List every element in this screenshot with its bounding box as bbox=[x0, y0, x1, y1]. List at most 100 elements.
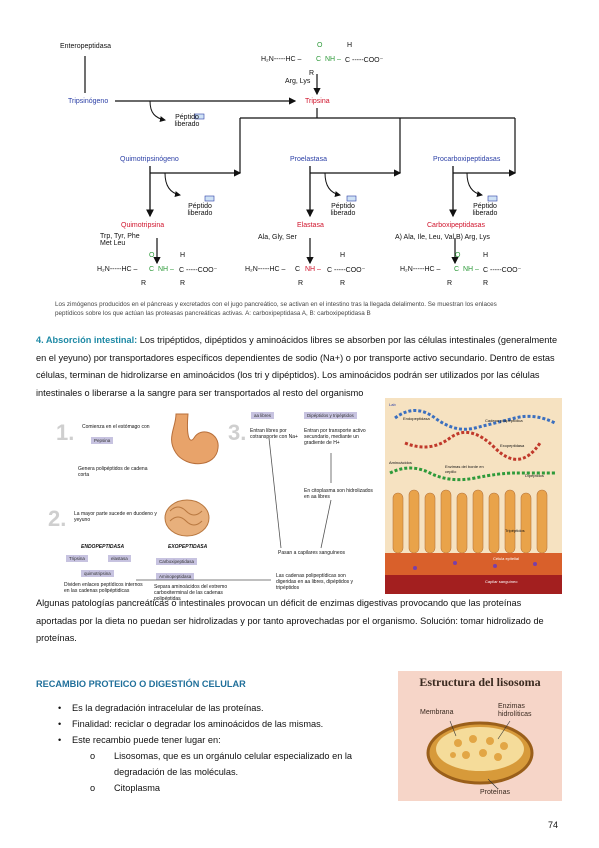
list-item-text: Este recambio puede tener lugar en: bbox=[72, 735, 221, 745]
capilar-tag: Capilar sanguíneo bbox=[485, 579, 518, 584]
tripsina-box: Tripsina bbox=[66, 555, 88, 562]
bond-r-1b: R bbox=[180, 280, 186, 287]
section4-paragraph: 4. Absorción intestinal: Los tripéptidos… bbox=[36, 332, 564, 402]
pepsina-box: Pepsina bbox=[91, 437, 114, 444]
bond-o-3: O bbox=[455, 252, 461, 259]
proteinas-label: Proteínas bbox=[480, 789, 510, 796]
list-item-text: Finalidad: reciclar o degradar los amino… bbox=[72, 719, 324, 729]
exopeptidasa-tag: Exopeptidasa bbox=[500, 443, 525, 448]
step-3-number: 3. bbox=[228, 420, 247, 445]
bullet-list: • Es la degradación intracelular de las p… bbox=[36, 700, 391, 796]
list-item-text: Es la degradación intracelular de las pr… bbox=[72, 703, 264, 713]
bond-c-2: C bbox=[295, 266, 301, 273]
stomach-illustration bbox=[171, 413, 219, 465]
entran-1: Entran libres por cotransporte con Na+ bbox=[250, 428, 298, 440]
zymogen-activation-diagram: Enteropeptidasa Tripsinógeno Tripsina Pé… bbox=[55, 38, 555, 333]
endopeptidasa-title: ENDOPEPTIDASA bbox=[81, 544, 125, 550]
bond-nh-3: NH – bbox=[463, 266, 479, 273]
bond-nh-2: NH – bbox=[305, 266, 321, 273]
di-tri-box: Dipéptidos y tripéptidos bbox=[304, 412, 357, 419]
elastasa-label: Elastasa bbox=[297, 222, 324, 229]
bond-r-2a: R bbox=[298, 280, 304, 287]
peptido-liberado-1: Péptido liberado bbox=[174, 114, 200, 128]
aminoacidos-tag: Aminoácidos bbox=[389, 460, 412, 465]
bond-left-1: H₂N-----HC – bbox=[97, 266, 138, 273]
step-2-result: Las cadenas polipeptídicas son digeridas… bbox=[276, 573, 353, 591]
lysosome-figure: Estructura del lisosoma Membrana Enzimas… bbox=[398, 671, 562, 801]
diagram-arrows bbox=[84, 56, 517, 265]
diagram-caption: Los zimógenos producidos en el páncreas … bbox=[55, 301, 497, 317]
sub-list-item-text: Citoplasma bbox=[114, 783, 160, 793]
list-item: • Este recambio puede tener lugar en: bbox=[36, 732, 391, 748]
bullet-dot: • bbox=[58, 735, 62, 745]
bullet-dot: • bbox=[58, 719, 62, 729]
enzimas-label: Enzimas hidrolíticas bbox=[498, 703, 532, 718]
endopeptidasa-tag: Endopeptidasa bbox=[403, 416, 430, 421]
epitelio-tag: Célula epitelial bbox=[493, 556, 520, 561]
carboxi-residues: A) Ala, Ile, Leu, Val B) Arg, Lys bbox=[395, 234, 490, 241]
bond-c-3: C bbox=[454, 266, 460, 273]
proelastasa-label: Proelastasa bbox=[290, 156, 327, 163]
dipeptidos-tag: Dipéptidos bbox=[525, 473, 544, 478]
endopeptidasa-desc: Dividen enlaces peptídicos internos en l… bbox=[64, 582, 143, 594]
intestine-villi-illustration bbox=[385, 398, 562, 594]
carboxipeptidasa-box: Carboxipeptidasa bbox=[156, 558, 198, 565]
tripsinogeno-label: Tripsinógeno bbox=[68, 98, 109, 105]
aa-libres-box: aa libres bbox=[251, 412, 275, 419]
bond-o-top: O bbox=[317, 42, 323, 49]
figure-lab-tag: Lab bbox=[389, 402, 396, 407]
intestinal-absorption-figure: Lab Endopeptidasa Cadena polipeptídica E… bbox=[385, 398, 562, 594]
intestine-illustration bbox=[164, 499, 210, 537]
section4-label: 4. Absorción intestinal: bbox=[36, 335, 138, 345]
tripsina-residues: Arg, Lys bbox=[285, 78, 311, 85]
bond-h-3: H bbox=[483, 252, 489, 259]
membrana-label: Membrana bbox=[420, 709, 454, 716]
list-item: • Finalidad: reciclar o degradar los amin… bbox=[36, 716, 391, 732]
lysosome-title: Estructura del lisosoma bbox=[419, 675, 541, 689]
bond-r-top: R bbox=[309, 70, 315, 77]
protein-digestion-steps-figure: 1. Comienza en el estómago con Pepsina G… bbox=[36, 398, 374, 602]
bond-right-3: C -----COO⁻ bbox=[483, 267, 522, 274]
peptido-liberado-2: Péptido liberado bbox=[187, 203, 213, 217]
enteropeptidasa-label: Enteropeptidasa bbox=[60, 43, 111, 50]
bond-h-1: H bbox=[180, 252, 186, 259]
step-1-result: Genera polipéptidos de cadena corta bbox=[78, 466, 148, 478]
peptido-liberado-4: Péptido liberado bbox=[472, 203, 498, 217]
bond-r-3a: R bbox=[447, 280, 453, 287]
page-number: 74 bbox=[548, 820, 559, 830]
entran-2: Entran por transporte activo secundario,… bbox=[304, 428, 366, 446]
bond-c-1: C bbox=[149, 266, 155, 273]
exopeptidasa-desc: Separa aminoácidos del extremo carboxite… bbox=[154, 584, 228, 602]
list-item: • Es la degradación intracelular de las p… bbox=[36, 700, 391, 716]
capilares-text: Pasan a capilares sanguíneos bbox=[278, 550, 345, 556]
quimotripsina-box: quimotripsina bbox=[81, 570, 114, 577]
step-1-text: Comienza en el estómago con bbox=[82, 424, 150, 430]
bullet-dot: • bbox=[58, 703, 62, 713]
lysosome-illustration bbox=[426, 720, 534, 790]
bond-c-top: C bbox=[316, 56, 322, 63]
bond-right-1: C -----COO⁻ bbox=[179, 267, 218, 274]
bond-right-2: C -----COO⁻ bbox=[327, 267, 366, 274]
bond-right-top: C -----COO⁻ bbox=[345, 57, 384, 64]
exopeptidasa-title: EXOPEPTIDASA bbox=[168, 544, 208, 550]
sub-list-item-text: Lisosomas, que es un orgánulo celular es… bbox=[114, 751, 353, 777]
section-heading: RECAMBIO PROTEICO O DIGESTIÓN CELULAR bbox=[36, 679, 246, 689]
steps-arrows bbox=[136, 437, 332, 581]
cadena-tag: Cadena polipeptídica bbox=[485, 418, 523, 423]
bond-nh-top: NH – bbox=[325, 56, 341, 63]
sub-list-item: o Citoplasma bbox=[36, 780, 391, 796]
bond-left-2: H₂N-----HC – bbox=[245, 266, 286, 273]
procarboxipeptidasas-label: Procarboxipeptidasas bbox=[433, 156, 501, 163]
elastasa-residues: Ala, Gly, Ser bbox=[258, 234, 297, 241]
bond-r-1a: R bbox=[141, 280, 147, 287]
bond-r-3b: R bbox=[483, 280, 489, 287]
elastasa-box: elastasa bbox=[108, 555, 131, 562]
sub-bullet: o bbox=[90, 783, 96, 793]
section4-text: Los tripéptidos, dipéptidos y aminoácido… bbox=[36, 335, 558, 398]
bond-h-2: H bbox=[340, 252, 346, 259]
step-1-number: 1. bbox=[56, 420, 75, 445]
bond-r-2b: R bbox=[340, 280, 346, 287]
step-2-text: La mayor parte sucede en duodeno y yeyun… bbox=[74, 511, 157, 523]
enzimas-borde-tag: Enzimas del borde en cepillo bbox=[445, 464, 484, 474]
